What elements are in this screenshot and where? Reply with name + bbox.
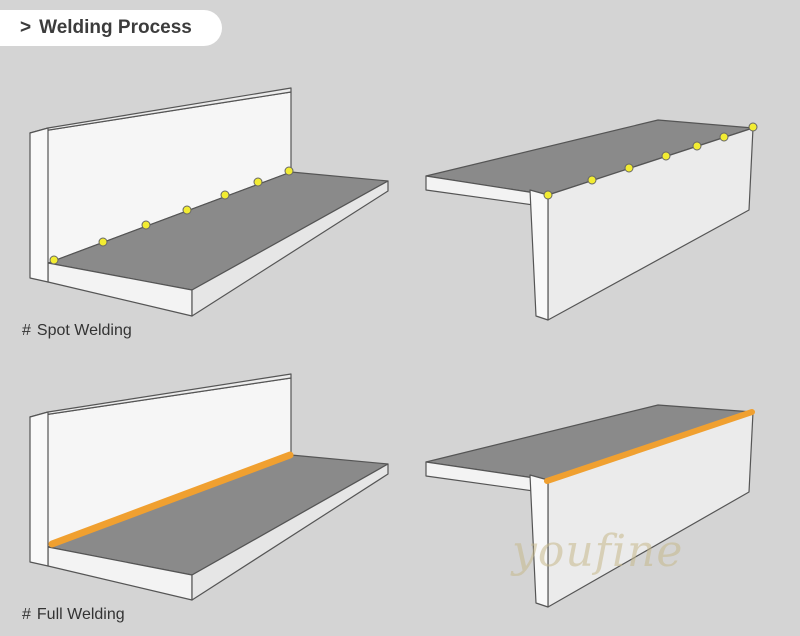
spot-weld-left-diagram [29, 87, 389, 317]
spot-weld-points-right [543, 122, 758, 200]
caption-hash: # [22, 606, 31, 623]
section-title: > Welding Process [0, 10, 222, 46]
caption-text: Spot Welding [36, 322, 132, 339]
chevron-right-icon: > [20, 17, 32, 38]
full-weld-seam-right [544, 409, 755, 484]
caption-text: Full Welding [36, 606, 125, 623]
spot-weld-right-diagram [425, 119, 758, 321]
full-weld-right-diagram [425, 404, 755, 608]
full-weld-seam-left [48, 451, 294, 548]
full-welding-caption: # Full Welding [22, 606, 125, 624]
full-weld-left-diagram [29, 373, 389, 601]
spot-welding-caption: # Spot Welding [22, 322, 132, 340]
brand-watermark: youfine [512, 526, 684, 577]
caption-hash: # [22, 322, 31, 339]
section-title-text: Welding Process [39, 17, 192, 38]
spot-weld-points-left [49, 166, 294, 265]
